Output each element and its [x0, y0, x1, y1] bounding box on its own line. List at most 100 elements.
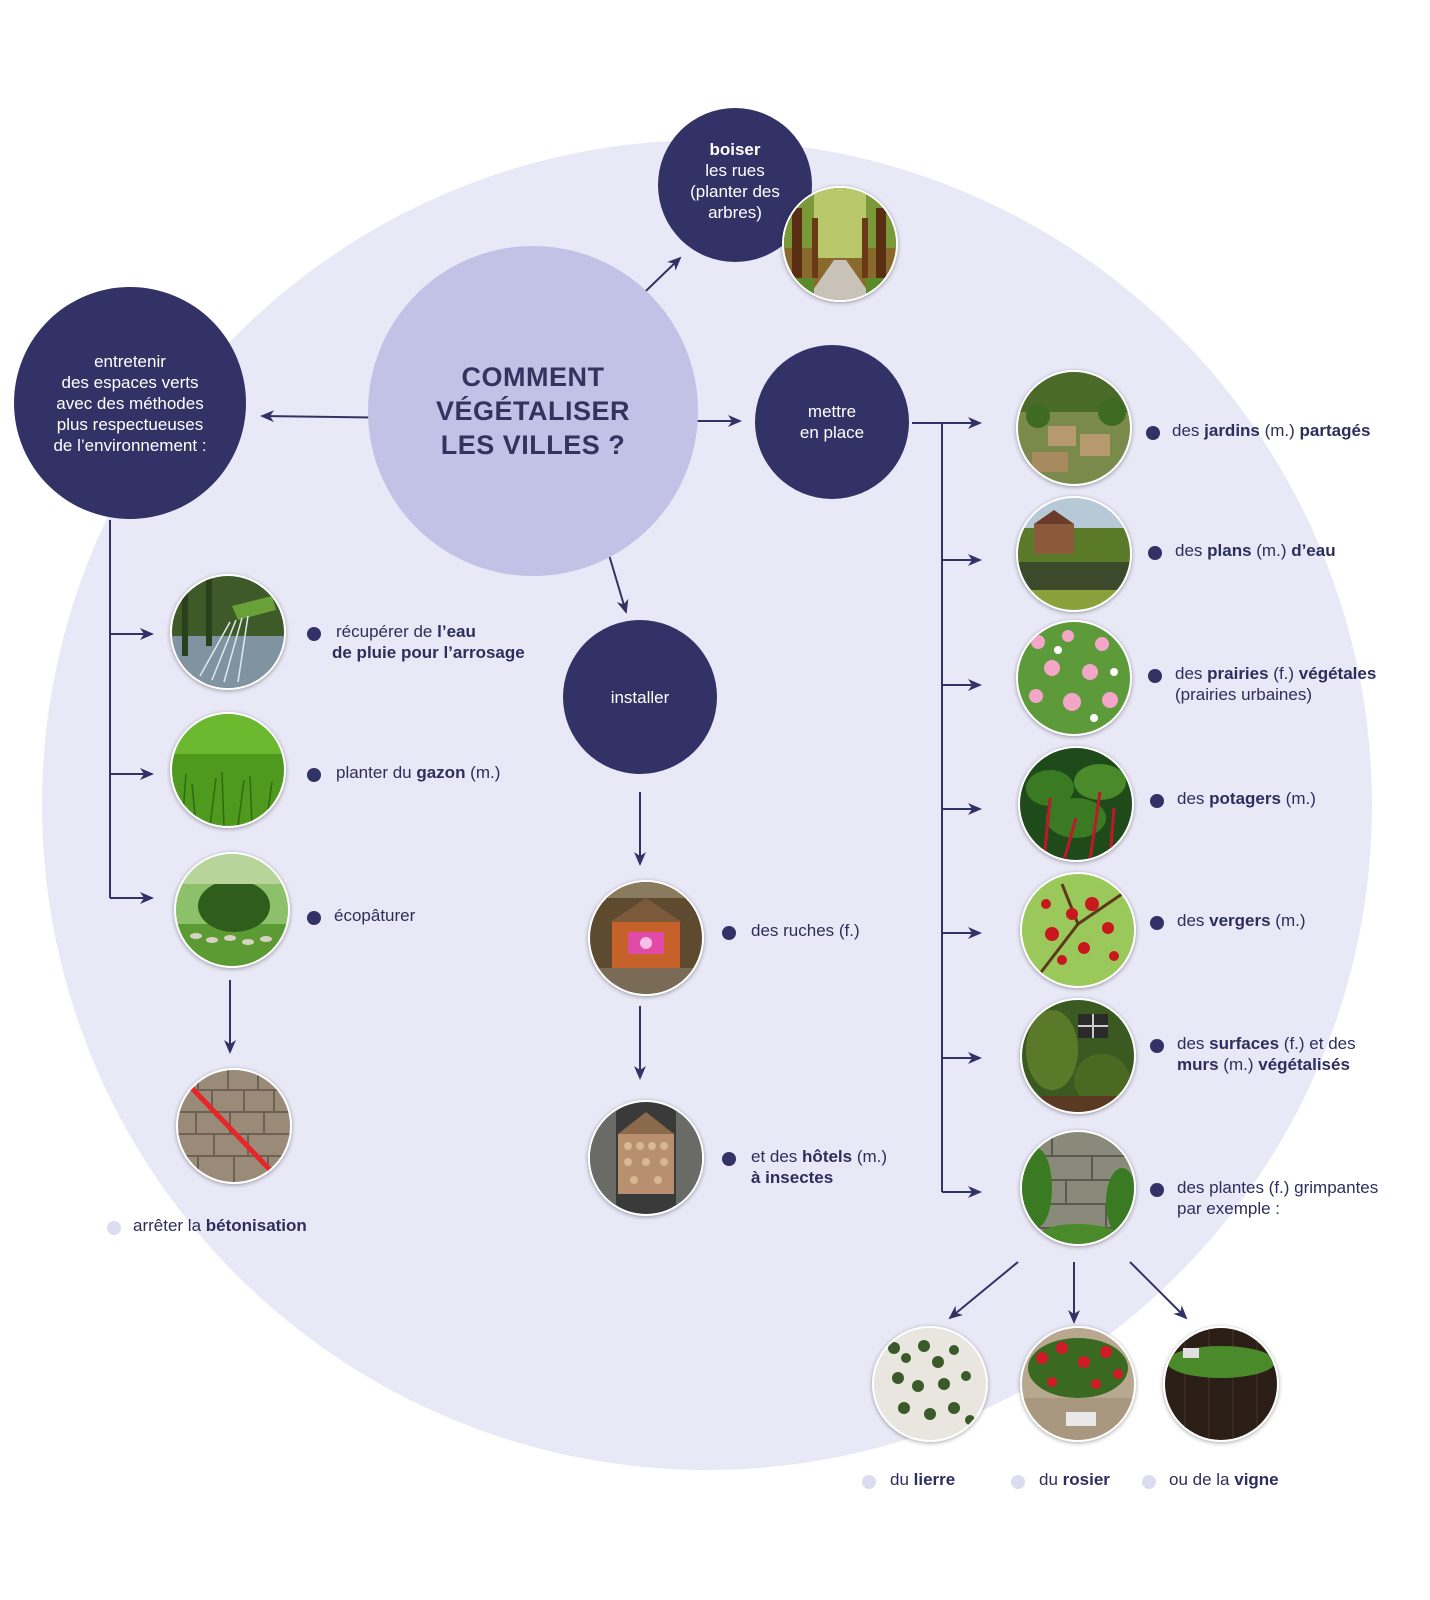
lierre-text-b: lierre	[913, 1470, 956, 1489]
plantes-text-a: des plantes (f.) grimpantes	[1177, 1178, 1379, 1197]
shared-gardens-photo	[1016, 370, 1132, 486]
surfaces-text-e: (m.)	[1218, 1055, 1259, 1074]
mettre-line-2: en place	[799, 423, 865, 442]
ivy-photo	[872, 1326, 988, 1442]
bullet-dot	[1148, 669, 1162, 683]
grass-photo	[170, 712, 286, 828]
plantes-label: des plantes (f.) grimpantes par exemple …	[1177, 1177, 1378, 1219]
title-line-1: COMMENT	[461, 362, 605, 392]
bullet-dot	[722, 1152, 736, 1166]
meadow-photo	[1016, 620, 1132, 736]
bullet-dot	[107, 1221, 121, 1235]
betonisation-text-b: bétonisation	[205, 1216, 307, 1235]
installer-node: installer	[563, 620, 717, 774]
jardins-text-a: des	[1172, 421, 1205, 440]
bullet-dot	[1146, 426, 1160, 440]
boiser-line-3: (planter des	[690, 182, 780, 201]
boiser-node: boiser les rues (planter des arbres)	[658, 108, 812, 262]
orchard-photo	[1020, 872, 1136, 988]
bullet-dot	[307, 627, 321, 641]
potagers-text-a: des	[1177, 789, 1210, 808]
vigne-label: ou de la vigne	[1169, 1469, 1279, 1490]
bullet-dot	[1150, 916, 1164, 930]
surfaces-text-f: végétalisés	[1258, 1055, 1350, 1074]
plans-text-d: d’eau	[1291, 541, 1336, 560]
entretenir-line-5: de l’environnement :	[53, 435, 207, 455]
rainwater-label: récupérer de l’eau de pluie pour l’arros…	[332, 621, 525, 663]
beehive-photo	[588, 880, 704, 996]
rosier-text-a: du	[1039, 1470, 1063, 1489]
bullet-dot	[1150, 1183, 1164, 1197]
hotels-text-c: (m.)	[852, 1147, 888, 1166]
jardins-text-b: jardins	[1204, 421, 1260, 440]
entretenir-line-3: avec des méthodes	[56, 393, 204, 413]
vergers-text-a: des	[1177, 911, 1210, 930]
surfaces-label: des surfaces (f.) et des murs (m.) végét…	[1177, 1033, 1356, 1075]
green-wall-photo	[1020, 998, 1136, 1114]
vergers-text-c: (m.)	[1270, 911, 1306, 930]
sheep-grazing-photo	[174, 852, 290, 968]
grass-text-a: planter du	[336, 763, 417, 782]
bullet-dot	[307, 911, 321, 925]
mettre-en-place-node: mettre en place	[755, 345, 909, 499]
boiser-line-4: arbres)	[708, 203, 762, 222]
betonisation-label: arrêter la bétonisation	[133, 1215, 307, 1236]
bullet-dot	[1148, 546, 1162, 560]
vigne-text-b: vigne	[1234, 1470, 1279, 1489]
boiser-line-2: les rues	[705, 161, 765, 180]
bullet-dot	[722, 926, 736, 940]
surfaces-text-b: surfaces	[1209, 1034, 1280, 1053]
rosier-label: du rosier	[1039, 1469, 1110, 1490]
water-body-photo	[1016, 496, 1132, 612]
entretenir-line-2: des espaces verts	[61, 372, 199, 392]
bullet-dot	[862, 1475, 876, 1489]
plans-text-a: des	[1175, 541, 1208, 560]
prairies-text-e: (prairies urbaines)	[1175, 685, 1312, 704]
hotels-label: et des hôtels (m.) à insectes	[751, 1146, 887, 1188]
vergers-label: des vergers (m.)	[1177, 910, 1306, 931]
surfaces-text-c: (f.) et des	[1279, 1034, 1356, 1053]
potagers-text-c: (m.)	[1280, 789, 1316, 808]
jardins-label: des jardins (m.) partagés	[1172, 420, 1370, 441]
bullet-dot	[1011, 1475, 1025, 1489]
entretenir-node: entretenir des espaces verts avec des mé…	[14, 287, 246, 519]
potagers-text-b: potagers	[1209, 789, 1281, 808]
ecopaturer-label: écopâturer	[334, 906, 416, 925]
rosier-text-b: rosier	[1062, 1470, 1110, 1489]
plans-text-c: (m.)	[1251, 541, 1292, 560]
bullet-dot	[307, 768, 321, 782]
surfaces-text-d: murs	[1177, 1055, 1219, 1074]
prairies-text-a: des	[1175, 664, 1208, 683]
prairies-text-d: végétales	[1298, 664, 1377, 683]
hotels-text-d: à insectes	[751, 1168, 834, 1187]
rainwater-text-b: l’eau	[437, 622, 476, 641]
grass-text-b: gazon	[416, 763, 466, 782]
lierre-text-a: du	[890, 1470, 914, 1489]
vine-photo	[1163, 1326, 1279, 1442]
prairies-text-b: prairies	[1207, 664, 1269, 683]
climbing-plants-photo	[1020, 1130, 1136, 1246]
rainwater-text-c: de pluie pour l’arrosage	[332, 643, 525, 662]
title-line-3: LES VILLES ?	[440, 430, 626, 460]
rose-bush-photo	[1020, 1326, 1136, 1442]
hotels-text-a: et des	[751, 1147, 803, 1166]
grass-text-c: (m.)	[465, 763, 501, 782]
prairies-text-c: (f.)	[1268, 664, 1299, 683]
potagers-label: des potagers (m.)	[1177, 788, 1316, 809]
plans-text-b: plans	[1207, 541, 1252, 560]
betonisation-text-a: arrêter la	[133, 1216, 206, 1235]
central-question: COMMENT VÉGÉTALISER LES VILLES ?	[368, 246, 698, 576]
lierre-label: du lierre	[890, 1469, 955, 1490]
plans-label: des plans (m.) d’eau	[1175, 540, 1336, 561]
hotels-text-b: hôtels	[802, 1147, 853, 1166]
tree-avenue-photo	[782, 186, 898, 302]
jardins-text-c: (m.)	[1259, 421, 1300, 440]
vegetable-garden-photo	[1018, 746, 1134, 862]
surfaces-text-a: des	[1177, 1034, 1210, 1053]
grass-label: planter du gazon (m.)	[336, 762, 500, 783]
vigne-text-a: ou de la	[1169, 1470, 1235, 1489]
mettre-line-1: mettre	[807, 402, 857, 421]
prairies-label: des prairies (f.) végétales (prairies ur…	[1175, 663, 1376, 705]
bullet-dot	[1150, 794, 1164, 808]
jardins-text-d: partagés	[1299, 421, 1371, 440]
